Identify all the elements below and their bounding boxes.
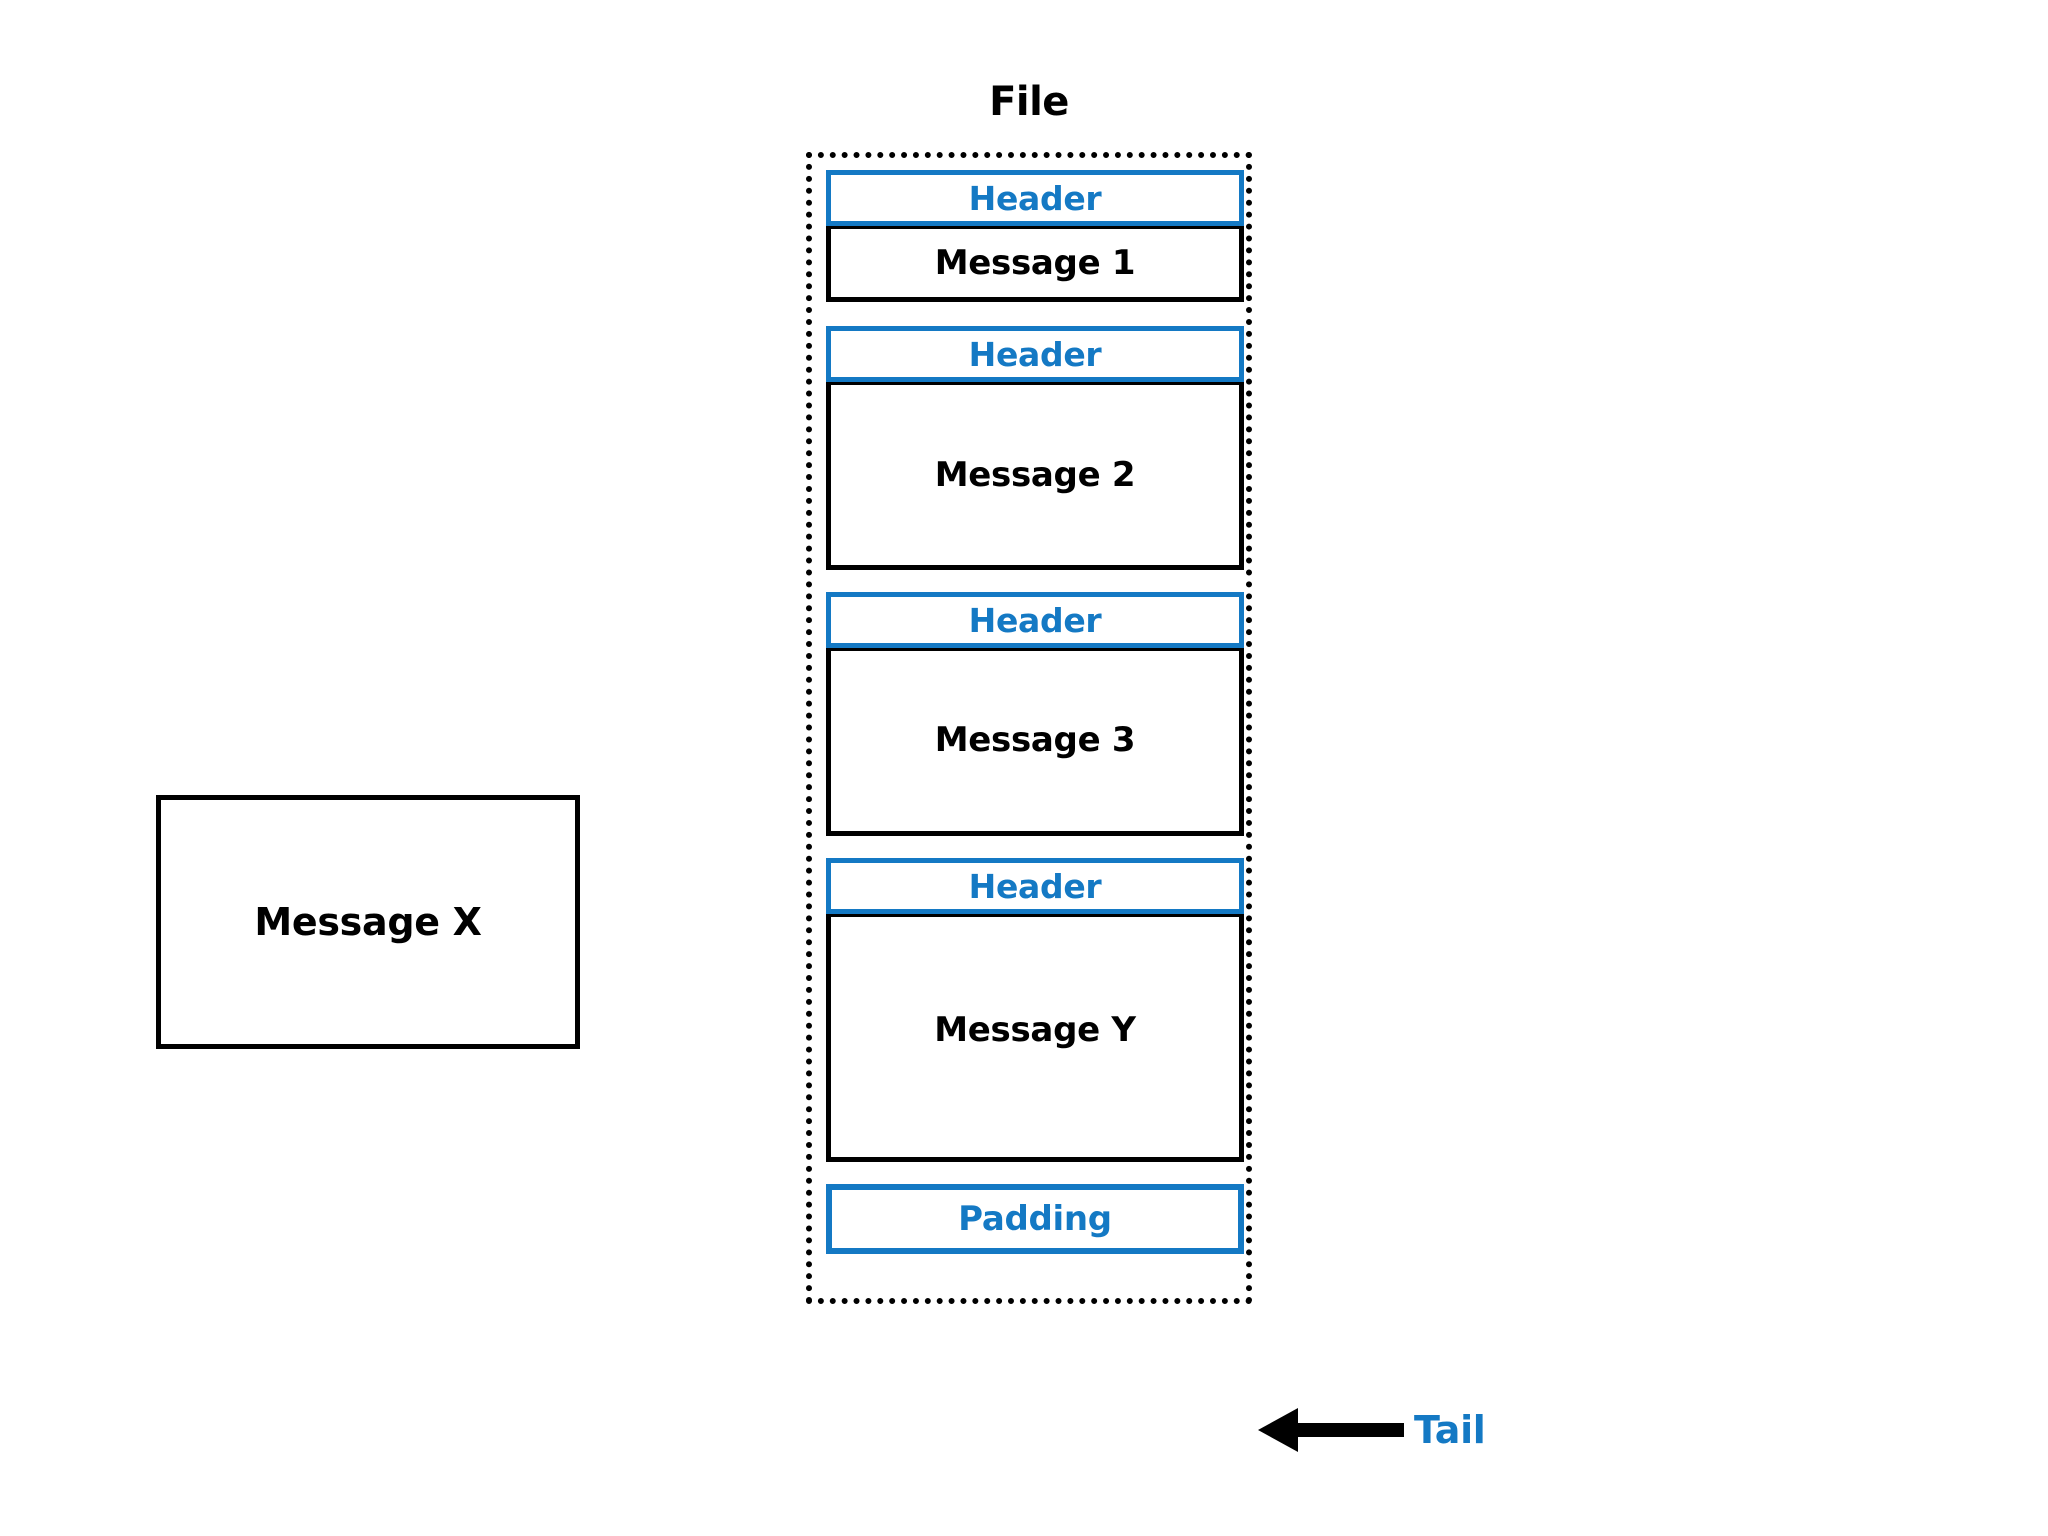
record-1: Header Message 1: [826, 170, 1244, 302]
record-3-header-box: Header: [826, 592, 1244, 648]
tail-label: Tail: [1414, 1408, 1486, 1452]
record-1-message-box: Message 1: [826, 224, 1244, 302]
record-2: Header Message 2: [826, 326, 1244, 570]
record-4-message-box: Message Y: [826, 912, 1244, 1162]
padding-box: Padding: [826, 1184, 1244, 1254]
record-list: Header Message 1 Header Message 2: [826, 170, 1244, 1254]
record-4-message-label: Message Y: [934, 1010, 1136, 1050]
record-2-message-box: Message 2: [826, 380, 1244, 570]
record-2-message-label: Message 2: [934, 455, 1136, 495]
arrow-left-icon: [1258, 1408, 1404, 1452]
record-3-message-label: Message 3: [934, 720, 1136, 760]
record-1-message-label: Message 1: [934, 243, 1136, 283]
record-3-header-label: Header: [968, 600, 1102, 640]
tail-group: Tail: [1258, 1390, 1518, 1470]
record-2-header-label: Header: [968, 334, 1102, 374]
record-2-header-box: Header: [826, 326, 1244, 382]
record-3-message-box: Message 3: [826, 646, 1244, 836]
record-3: Header Message 3: [826, 592, 1244, 836]
file-group: File Header Message 1 Header: [806, 82, 1252, 1304]
message-x-box: Message X: [156, 795, 580, 1049]
record-4: Header Message Y: [826, 858, 1244, 1162]
record-4-header-box: Header: [826, 858, 1244, 914]
message-x-label: Message X: [254, 900, 482, 944]
record-4-header-label: Header: [968, 866, 1102, 906]
record-1-header-box: Header: [826, 170, 1244, 226]
record-1-header-label: Header: [968, 178, 1102, 218]
file-title: File: [989, 79, 1069, 125]
file-container-dotted-border: Header Message 1 Header Message 2: [806, 152, 1252, 1304]
padding-label: Padding: [958, 1199, 1112, 1239]
